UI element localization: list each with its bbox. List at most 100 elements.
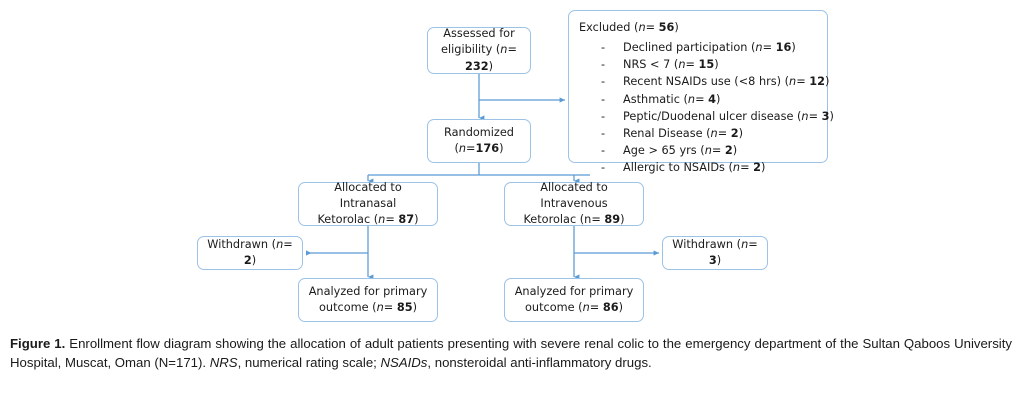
excluded-reason-item: -Recent NSAIDs use (<8 hrs) (n= 12)	[601, 73, 829, 90]
excluded-reason-eq: =	[695, 92, 709, 106]
alloc-iv-line2-prefix: Ketorolac (n	[523, 213, 592, 227]
analyzed-left-count: 85	[396, 301, 413, 314]
enrollment-flow-diagram: Assessed for eligibility (n= 232) Exclud…	[197, 10, 834, 322]
excluded-reason-eq: =	[711, 143, 725, 157]
excluded-title: Excluded (n= 56)	[579, 20, 817, 36]
excluded-reason-count: 2	[753, 161, 762, 175]
excluded-reason-count: 2	[724, 143, 733, 157]
alloc-in-line1: Allocated to Intranasal	[334, 180, 402, 210]
excluded-reason-eq: =	[685, 58, 699, 72]
excluded-title-prefix: Excluded (	[579, 21, 639, 34]
withdrawn-left-suffix: )	[251, 254, 257, 267]
figure-caption-abbr-nrs: NRS	[209, 355, 238, 371]
excluded-bullet-dash: -	[601, 41, 606, 55]
excluded-reason-count: 12	[809, 75, 826, 89]
excluded-reason-n-symbol: n	[710, 126, 718, 140]
analyzed-right-count: 86	[602, 301, 619, 314]
analyzed-right-n-symbol: n	[582, 301, 590, 314]
withdrawn-intranasal-box: Withdrawn (n= 2)	[197, 236, 303, 270]
randomized-n-symbol: n	[458, 142, 467, 155]
assessed-eq: =	[507, 43, 517, 57]
excluded-reason-n-symbol: n	[755, 41, 763, 55]
excluded-reason-suffix: )	[714, 58, 719, 72]
assessed-line1: Assessed for	[443, 27, 515, 41]
analyzed-left-line1: Analyzed for primary	[308, 284, 428, 298]
analyzed-intravenous-box: Analyzed for primary outcome (n= 86)	[504, 278, 644, 322]
excluded-eq: =	[645, 21, 659, 34]
alloc-iv-suffix: )	[620, 213, 625, 227]
alloc-in-suffix: )	[414, 213, 419, 227]
excluded-reason-n-symbol: n	[687, 92, 696, 106]
withdrawn-right-suffix: )	[716, 254, 722, 267]
assessed-count: 232	[464, 59, 489, 73]
figure-caption-label: Figure 1.	[10, 336, 66, 351]
randomized-suffix: )	[499, 142, 504, 155]
excluded-reason-suffix: )	[732, 143, 738, 157]
analyzed-right-line2-prefix: outcome (	[525, 301, 583, 314]
excluded-reason-label: Asthmatic (	[623, 92, 688, 106]
withdrawn-left-prefix: Withdrawn (	[207, 237, 277, 251]
excluded-bullet-dash: -	[601, 126, 606, 140]
excluded-reason-eq: =	[796, 75, 810, 89]
excluded-reason-n-symbol: n	[732, 161, 741, 175]
analyzed-right-eq: =	[589, 301, 603, 314]
analyzed-left-line2-prefix: outcome (	[319, 301, 377, 314]
assessed-for-eligibility-box: Assessed for eligibility (n= 232)	[427, 27, 531, 74]
withdrawn-right-count: 3	[708, 254, 717, 267]
excluded-reason-item: -Peptic/Duodenal ulcer disease (n= 3)	[601, 108, 834, 125]
excluded-reason-eq: =	[762, 41, 776, 55]
excluded-bullet-dash: -	[601, 109, 606, 123]
withdrawn-left-count: 2	[243, 254, 252, 267]
excluded-reason-label: NRS < 7 (	[623, 58, 679, 72]
excluded-reason-label: Allergic to NSAIDs (	[623, 161, 733, 175]
excluded-reason-suffix: )	[829, 109, 834, 123]
excluded-reason-suffix: )	[791, 41, 796, 55]
excluded-reason-suffix: )	[738, 126, 744, 140]
excluded-reason-item: -NRS < 7 (n= 15)	[601, 56, 817, 73]
excluded-n-symbol: n	[638, 21, 646, 34]
figure-caption: Figure 1. Enrollment flow diagram showin…	[10, 334, 1012, 373]
excluded-bullet-dash: -	[601, 161, 606, 175]
figure-caption-text3: , nonsteroidal anti-inflammatory drugs.	[427, 355, 652, 371]
withdrawn-left-n-symbol: n	[276, 237, 284, 251]
excluded-reason-label: Peptic/Duodenal ulcer disease (	[623, 109, 802, 123]
randomized-box: Randomized (n=176)	[427, 119, 531, 163]
alloc-in-count: 87	[398, 213, 415, 227]
excluded-reason-n-symbol: n	[789, 75, 797, 89]
excluded-bullet-dash: -	[601, 143, 606, 157]
excluded-reason-n-symbol: n	[704, 143, 712, 157]
alloc-in-n-symbol: n	[378, 213, 386, 227]
analyzed-right-line1: Analyzed for primary	[514, 284, 634, 298]
excluded-reason-label: Renal Disease (	[623, 126, 711, 140]
excluded-reason-count: 2	[730, 126, 739, 140]
excluded-count: 56	[658, 21, 675, 34]
excluded-reason-suffix: )	[825, 75, 830, 89]
excluded-box: Excluded (n= 56) -Declined participation…	[568, 10, 834, 174]
alloc-iv-line1: Allocated to Intravenous	[540, 180, 608, 210]
alloc-in-eq: =	[385, 213, 399, 227]
excluded-reason-n-symbol: n	[678, 58, 686, 72]
withdrawn-left-eq: =	[283, 237, 293, 251]
figure-caption-text2: , numerical rating scale;	[237, 355, 381, 371]
excluded-reason-eq: =	[808, 109, 822, 123]
excluded-reason-label: Declined participation (	[623, 41, 756, 55]
allocated-intravenous-box: Allocated to Intravenous Ketorolac (n= 8…	[504, 180, 644, 227]
excluded-reason-eq: =	[717, 126, 731, 140]
figure-caption-abbr-nsaids: NSAIDs	[380, 355, 428, 371]
withdrawn-right-n-symbol: n	[741, 237, 749, 251]
excluded-reason-count: 16	[775, 41, 792, 55]
withdrawn-intravenous-box: Withdrawn (n= 3)	[662, 236, 768, 270]
excluded-reason-item: - Age > 65 yrs (n= 2)	[601, 142, 817, 159]
analyzed-left-suffix: )	[412, 301, 417, 314]
figure-caption-text1: Enrollment flow diagram showing the allo…	[10, 336, 1012, 371]
excluded-reason-label: Age > 65 yrs (	[623, 143, 705, 157]
excluded-suffix: )	[674, 21, 679, 34]
analyzed-left-eq: =	[383, 301, 397, 314]
excluded-reason-item: - Declined participation (n= 16)	[601, 39, 817, 56]
withdrawn-right-eq: =	[748, 237, 758, 251]
alloc-iv-count: 89	[604, 213, 621, 227]
assessed-suffix: )	[488, 59, 493, 73]
analyzed-left-n-symbol: n	[376, 301, 384, 314]
randomized-count: 176	[475, 142, 500, 155]
analyzed-right-suffix: )	[618, 301, 623, 314]
